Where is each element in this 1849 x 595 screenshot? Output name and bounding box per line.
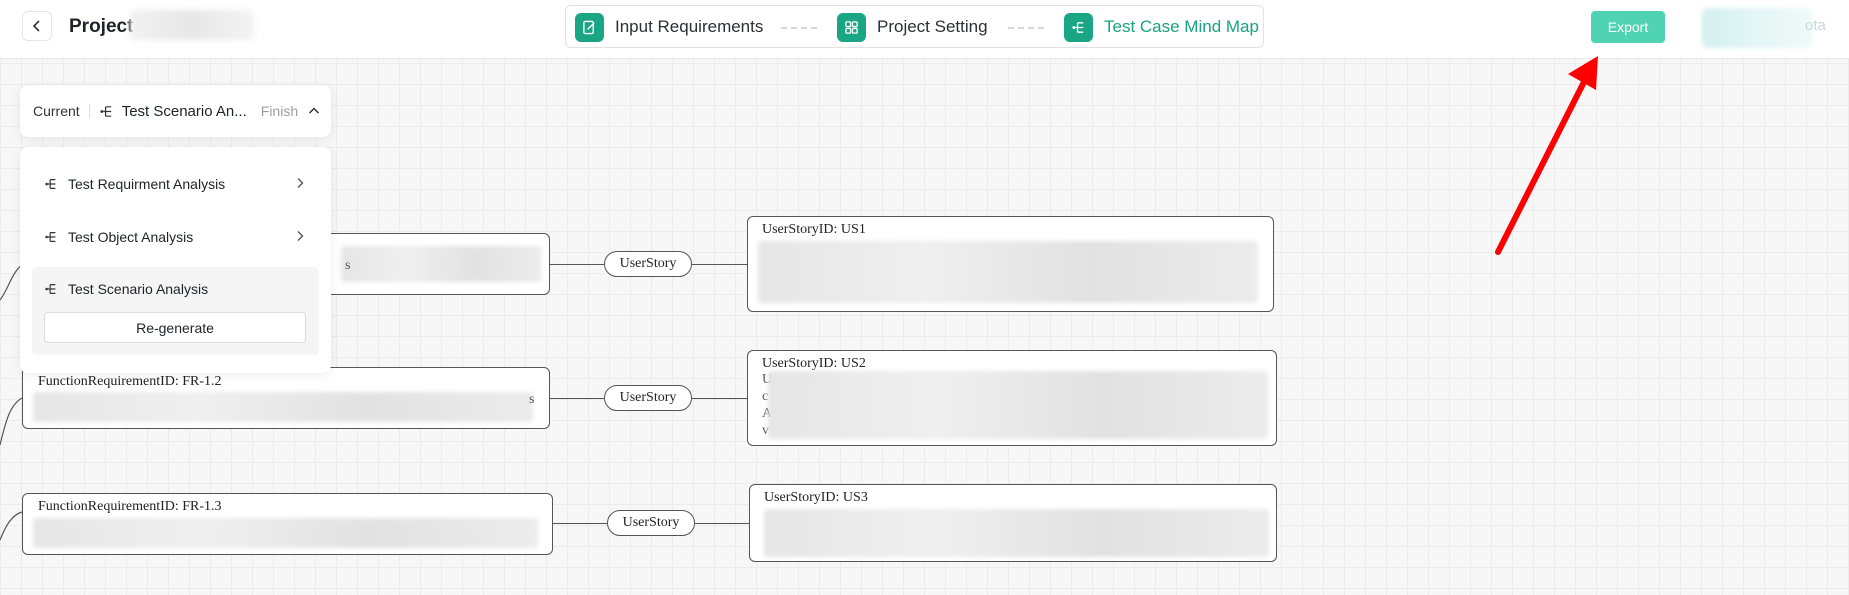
userstory-node-us2[interactable]: UserStoryID: US2 U c A v	[747, 350, 1277, 446]
user-profile-redacted[interactable]	[1702, 8, 1812, 48]
chevron-right-icon	[297, 231, 304, 241]
current-analysis-name: Test Scenario An...	[121, 102, 247, 120]
requirement-node-fr-1-3[interactable]: FunctionRequirementID: FR-1.3	[22, 493, 553, 555]
step-input-requirements[interactable]: Input Requirements	[575, 12, 763, 42]
project-name-redacted	[130, 10, 254, 40]
regenerate-button[interactable]: Re-generate	[44, 312, 306, 343]
chevron-left-icon	[32, 20, 40, 32]
step-divider	[1008, 27, 1044, 29]
userstory-node-us1[interactable]: UserStoryID: US1	[747, 216, 1274, 312]
story-text-prefix: A	[762, 406, 772, 422]
divider	[88, 104, 90, 118]
story-text-prefix: v	[762, 423, 769, 438]
mindmap-icon	[44, 230, 58, 244]
current-analysis-bar[interactable]: Current Test Scenario An... Finish	[20, 85, 331, 137]
userstory-id: UserStoryID: US2	[762, 356, 866, 371]
menu-item-test-object-analysis[interactable]: Test Object Analysis	[32, 212, 319, 262]
requirement-node-fr-1-2[interactable]: FunctionRequirementID: FR-1.2 s	[22, 367, 550, 429]
step-navigator: Input Requirements Project Setting Test …	[565, 5, 1264, 48]
story-text-prefix: c	[762, 389, 769, 404]
step-label: Test Case Mind Map	[1104, 17, 1259, 36]
requirement-text-tail: s	[345, 258, 351, 273]
edit-doc-icon	[575, 12, 604, 42]
requirement-id: FunctionRequirementID: FR-1.2	[38, 374, 222, 389]
current-label: Current	[33, 103, 80, 119]
menu-item-test-requirement-analysis[interactable]: Test Requirment Analysis	[32, 159, 319, 209]
userstory-connector[interactable]: UserStory	[604, 385, 692, 411]
requirement-id: FunctionRequirementID: FR-1.3	[38, 499, 222, 514]
analysis-menu: Test Requirment Analysis Test Object Ana…	[20, 147, 331, 373]
annotation-arrow	[1495, 56, 1598, 255]
user-name: ota	[1805, 17, 1826, 34]
userstory-connector[interactable]: UserStory	[607, 510, 695, 536]
menu-item-label: Test Requirment Analysis	[68, 176, 226, 192]
mindmap-icon	[44, 177, 58, 191]
userstory-connector[interactable]: UserStory	[604, 251, 692, 277]
step-label: Input Requirements	[615, 17, 764, 36]
back-button[interactable]	[22, 11, 52, 41]
userstory-node-us3[interactable]: UserStoryID: US3	[749, 484, 1277, 562]
userstory-id: UserStoryID: US3	[764, 490, 868, 505]
project-title: Project	[69, 16, 134, 37]
userstory-id: UserStoryID: US1	[762, 222, 866, 237]
story-text-prefix: U	[762, 372, 772, 388]
mindmap-icon	[44, 282, 58, 296]
chevron-up-icon[interactable]	[308, 105, 320, 117]
mindmap-edges	[0, 264, 23, 541]
requirement-text-tail: s	[529, 392, 535, 407]
chevron-right-icon	[297, 178, 304, 188]
mindmap-icon	[1064, 12, 1093, 42]
step-label: Project Setting	[877, 17, 988, 36]
mindmap-icon	[99, 104, 114, 119]
menu-item-label: Test Scenario Analysis	[68, 281, 209, 297]
export-button[interactable]: Export	[1591, 11, 1665, 43]
step-test-case-mind-map[interactable]: Test Case Mind Map	[1064, 12, 1259, 42]
step-divider	[781, 27, 817, 29]
top-bar: Project Input Requirements Project Setti…	[0, 0, 1849, 59]
menu-item-test-scenario-analysis[interactable]: Test Scenario Analysis Re-generate	[32, 267, 319, 355]
menu-item-label: Test Object Analysis	[68, 229, 194, 245]
status-text: Finish	[260, 103, 299, 119]
step-project-setting[interactable]: Project Setting	[837, 12, 988, 42]
grid-icon	[837, 12, 866, 42]
